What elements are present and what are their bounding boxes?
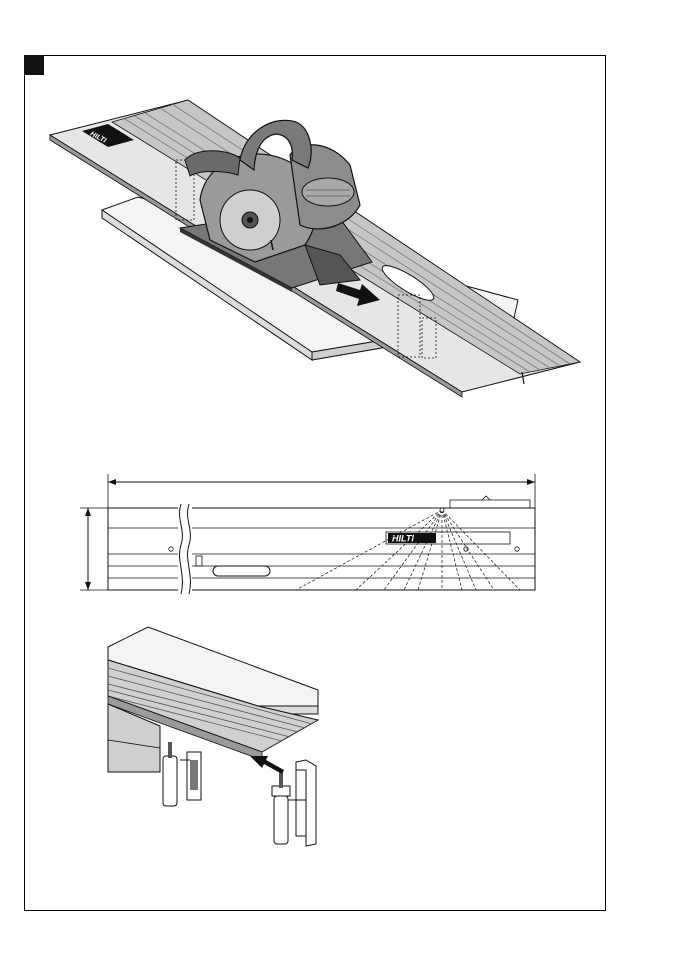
- fig2-rail-dimensions: HILTI: [80, 474, 535, 594]
- screw-clamp-right: [272, 760, 316, 846]
- fig3-rail-clamping: [108, 627, 318, 846]
- fig1-saw-on-rail: HILTI: [50, 100, 580, 397]
- insertion-arrow: [250, 756, 284, 774]
- screw-clamp-left: [163, 742, 201, 806]
